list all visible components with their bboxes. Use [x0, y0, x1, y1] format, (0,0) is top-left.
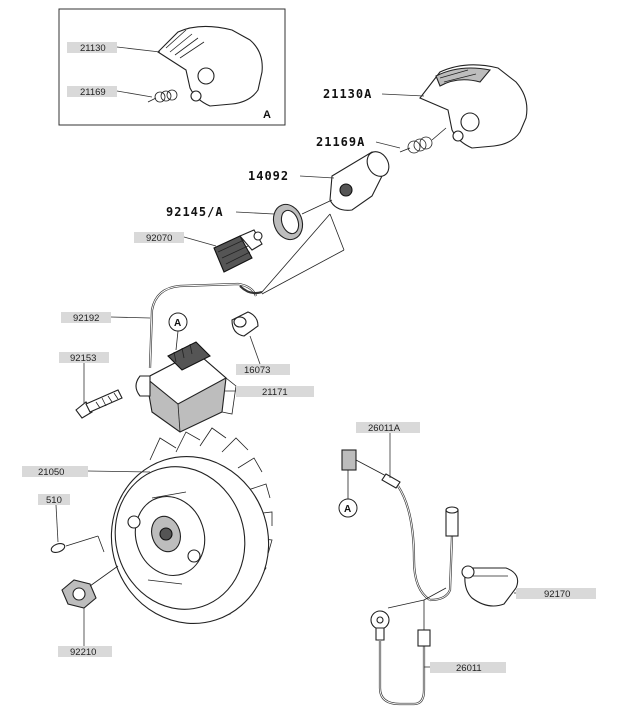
key-510 — [50, 542, 66, 554]
flywheel-21050 — [110, 427, 273, 624]
label-21050: 21050 — [38, 467, 64, 478]
stop-wire-26011a — [341, 449, 459, 602]
label-21171: 21171 — [262, 387, 288, 398]
nut-92210 — [61, 579, 97, 609]
inset-label-21169: 21169 — [80, 87, 106, 98]
inset-label-21130: 21130 — [80, 43, 106, 54]
grommet-92145a — [272, 203, 304, 241]
inset-detail-a: 21130 21169 A — [58, 8, 286, 126]
callout-a-wire: A — [338, 470, 358, 518]
bolt-92153 — [75, 389, 123, 419]
inset-spring-21169 — [147, 89, 178, 103]
ground-wire-26011 — [370, 587, 447, 706]
spark-plug-92070 — [213, 229, 263, 273]
label-92192: 92192 — [73, 313, 99, 324]
svg-text:A: A — [344, 504, 351, 515]
ht-lead-92192 — [148, 213, 345, 369]
label-92070: 92070 — [146, 233, 172, 244]
inset-cover-21130 — [157, 25, 263, 107]
ignition-coil-21171 — [135, 341, 237, 433]
label-14092: 14092 — [248, 169, 289, 183]
label-92170: 92170 — [544, 589, 570, 600]
spring-21169a — [399, 127, 447, 154]
callout-a-coil: A — [168, 312, 188, 351]
cap-16073 — [231, 311, 259, 337]
label-26011a: 26011A — [368, 423, 401, 434]
inset-letter: A — [263, 109, 271, 121]
cover-21130a — [419, 64, 528, 149]
svg-text:A: A — [174, 318, 181, 329]
label-21169a: 21169A — [316, 135, 365, 149]
label-21130a: 21130A — [323, 87, 372, 101]
label-92210: 92210 — [70, 647, 96, 658]
label-510: 510 — [46, 495, 62, 506]
plug-boot-14092 — [329, 151, 390, 211]
label-92145a: 92145/A — [166, 205, 224, 219]
label-16073: 16073 — [244, 365, 270, 376]
label-26011: 26011 — [456, 663, 482, 674]
clamp-92170 — [461, 565, 519, 607]
label-92153: 92153 — [70, 353, 96, 364]
